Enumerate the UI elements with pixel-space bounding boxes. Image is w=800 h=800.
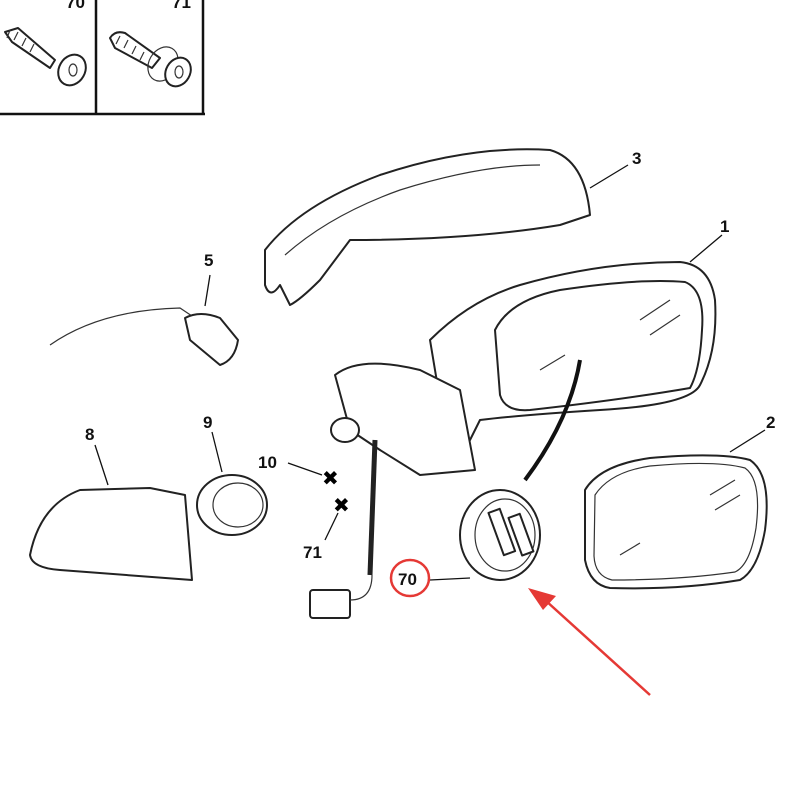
adjustment-motor <box>459 489 541 581</box>
callout-70: 71 <box>303 543 322 562</box>
highlight-circle <box>389 558 431 598</box>
fastener-box-71: 71 <box>109 0 205 115</box>
cable <box>49 307 239 366</box>
connector-line <box>523 359 582 482</box>
mirror-housing <box>429 261 717 441</box>
callout-8: 8 <box>85 425 94 444</box>
leader-9 <box>211 431 223 473</box>
callout-9: 9 <box>203 413 212 432</box>
callout-10: 70 <box>398 570 417 589</box>
mirror-cover <box>264 148 591 306</box>
leader-10 <box>429 577 471 581</box>
screw-with-washer-icon <box>109 31 192 88</box>
leader-8 <box>94 444 109 486</box>
red-arrow-icon <box>528 588 651 696</box>
ring <box>196 474 268 536</box>
box-label-70: 70 <box>66 0 85 12</box>
callout-1: 1 <box>720 217 729 236</box>
leader-70 <box>324 512 339 541</box>
callout-5: 5 <box>204 251 213 270</box>
screw-70-marker-icon: ✖ <box>333 493 350 517</box>
leader-71 <box>287 462 323 476</box>
leader-2 <box>729 429 766 453</box>
screw-icon <box>4 27 87 87</box>
callout-3: 3 <box>632 149 641 168</box>
callout-71: 10 <box>258 453 277 472</box>
mirror-glass <box>584 454 768 590</box>
box-label-71: 71 <box>172 0 191 12</box>
leader-5 <box>204 274 211 307</box>
lower-cover <box>29 487 193 581</box>
callout-2: 2 <box>766 413 775 432</box>
leader-3 <box>589 164 629 189</box>
mirror-base <box>309 362 476 619</box>
fastener-box-70: 70 <box>0 0 205 116</box>
leader-1 <box>689 234 723 263</box>
screw-71-marker-icon: ✖ <box>322 466 339 490</box>
